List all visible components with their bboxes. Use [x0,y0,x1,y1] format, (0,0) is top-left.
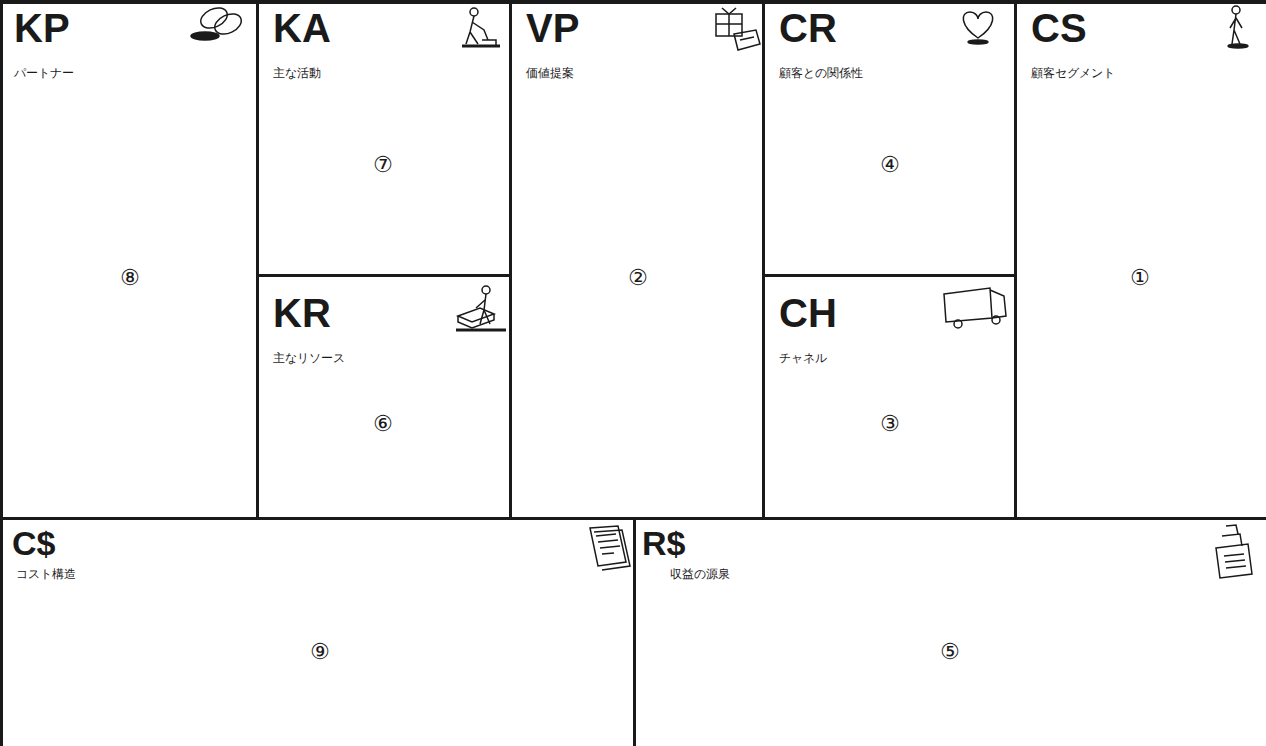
canvas-block: CR 顧客との関係性 ④ [765,0,1017,277]
person-icon [1228,6,1248,48]
callout-number: ③ [880,413,900,435]
resource-icon [456,286,506,330]
block-subtitle: 顧客セグメント [1031,66,1115,80]
canvas-block: CS 顧客セグメント ① [1017,0,1266,520]
block-subtitle: 価値提案 [526,66,574,80]
callout-number: ⑨ [310,641,330,663]
callout-number: ② [628,267,648,289]
heart-icon [963,12,992,44]
callout-number: ⑤ [940,641,960,663]
block-subtitle: 顧客との関係性 [779,66,863,80]
callout-number: ① [1130,267,1150,289]
block-subtitle: 主な活動 [273,66,321,80]
register-icon [1216,525,1252,578]
gift-icon [716,8,760,50]
block-heading: KP [14,8,70,48]
block-subtitle: 主なリソース [273,351,345,365]
chain-icon [191,4,244,40]
canvas-block: VP 価値提案 ② [512,0,765,520]
callout-number: ⑧ [120,267,140,289]
canvas-block: KP パートナー ⑧ [0,0,259,520]
document-icon [590,526,630,570]
callout-number: ⑦ [373,154,393,176]
canvas-block: CH チャネル ③ [765,277,1017,520]
block-heading: CR [779,8,837,48]
block-heading: CH [779,293,837,333]
callout-number: ⑥ [373,413,393,435]
block-subtitle: パートナー [14,66,74,80]
block-subtitle: 収益の源泉 [670,567,730,581]
block-heading: C$ [12,526,55,560]
block-heading: KA [273,8,331,48]
worker-icon [462,8,500,46]
canvas-block: R$ 収益の源泉 ⑤ [636,520,1266,746]
canvas-block: C$ コスト構造 ⑨ [0,520,636,746]
callout-number: ④ [880,154,900,176]
block-subtitle: コスト構造 [16,567,76,581]
block-heading: R$ [642,526,685,560]
block-heading: CS [1031,8,1087,48]
block-heading: VP [526,8,579,48]
block-subtitle: チャネル [779,351,827,365]
block-heading: KR [273,293,331,333]
truck-icon [944,288,1006,328]
canvas-block: KA 主な活動 ⑦ [259,0,512,277]
canvas-block: KR 主なリソース ⑥ [259,277,512,520]
